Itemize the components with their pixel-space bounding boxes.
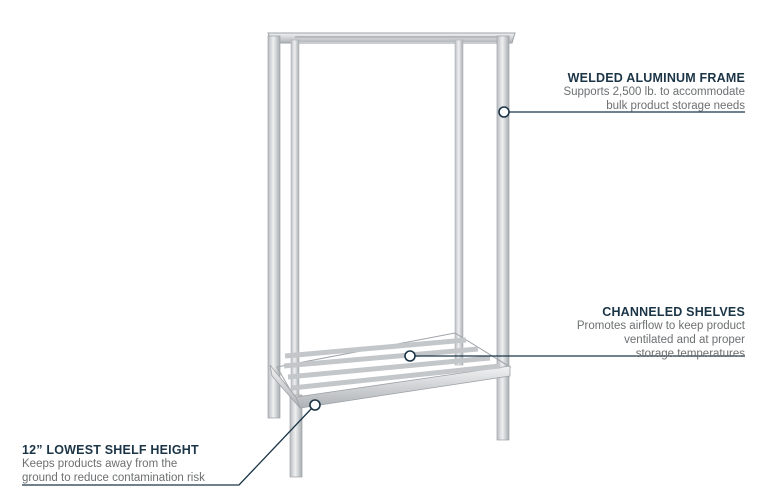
callout-title: 12” LOWEST SHELF HEIGHT: [22, 443, 199, 457]
callout-description: Keeps products away from the ground to r…: [22, 457, 262, 485]
callout-line: Keeps products away from the: [22, 458, 178, 470]
front-left-post: [267, 35, 281, 419]
callout-title: WELDED ALUMINUM FRAME: [567, 71, 745, 85]
callout-line: ventilated and at proper: [624, 334, 745, 346]
shelf-left-rail: [269, 364, 301, 409]
shelf-channel-2: [283, 346, 479, 369]
callout-line: Supports 2,500 lb. to accommodate: [563, 86, 745, 98]
aluminum-rack-drawing: [267, 32, 516, 478]
callout-shelf-height: 12” LOWEST SHELF HEIGHT Keeps products a…: [22, 443, 262, 485]
shelf-channel-3: [287, 355, 491, 380]
front-right-post: [496, 35, 510, 441]
back-right-post: [454, 39, 464, 366]
callout-description: Supports 2,500 lb. to accommodate bulk p…: [515, 85, 745, 113]
callout-title: CHANNELED SHELVES: [602, 305, 745, 319]
shelves-leader-dot: [404, 350, 416, 362]
shelf-channel-4: [291, 363, 501, 391]
callout-line: bulk product storage needs: [606, 100, 745, 112]
callout-leaders: [22, 106, 745, 486]
callout-channeled-shelves: CHANNELED SHELVES Promotes airflow to ke…: [515, 305, 745, 361]
front-left-lower-post: [289, 394, 303, 478]
callout-line: ground to reduce contamination risk: [22, 472, 205, 484]
height-leader-dot: [309, 399, 321, 411]
shelf-channel-1: [284, 337, 467, 359]
height-leader-line: [22, 407, 313, 486]
callout-welded-frame: WELDED ALUMINUM FRAME Supports 2,500 lb.…: [515, 71, 745, 113]
frame-leader-dot: [498, 106, 510, 118]
callout-line: storage temperatures: [635, 348, 745, 360]
callout-description: Promotes airflow to keep product ventila…: [515, 319, 745, 361]
callout-line: Promotes airflow to keep product: [576, 320, 745, 332]
